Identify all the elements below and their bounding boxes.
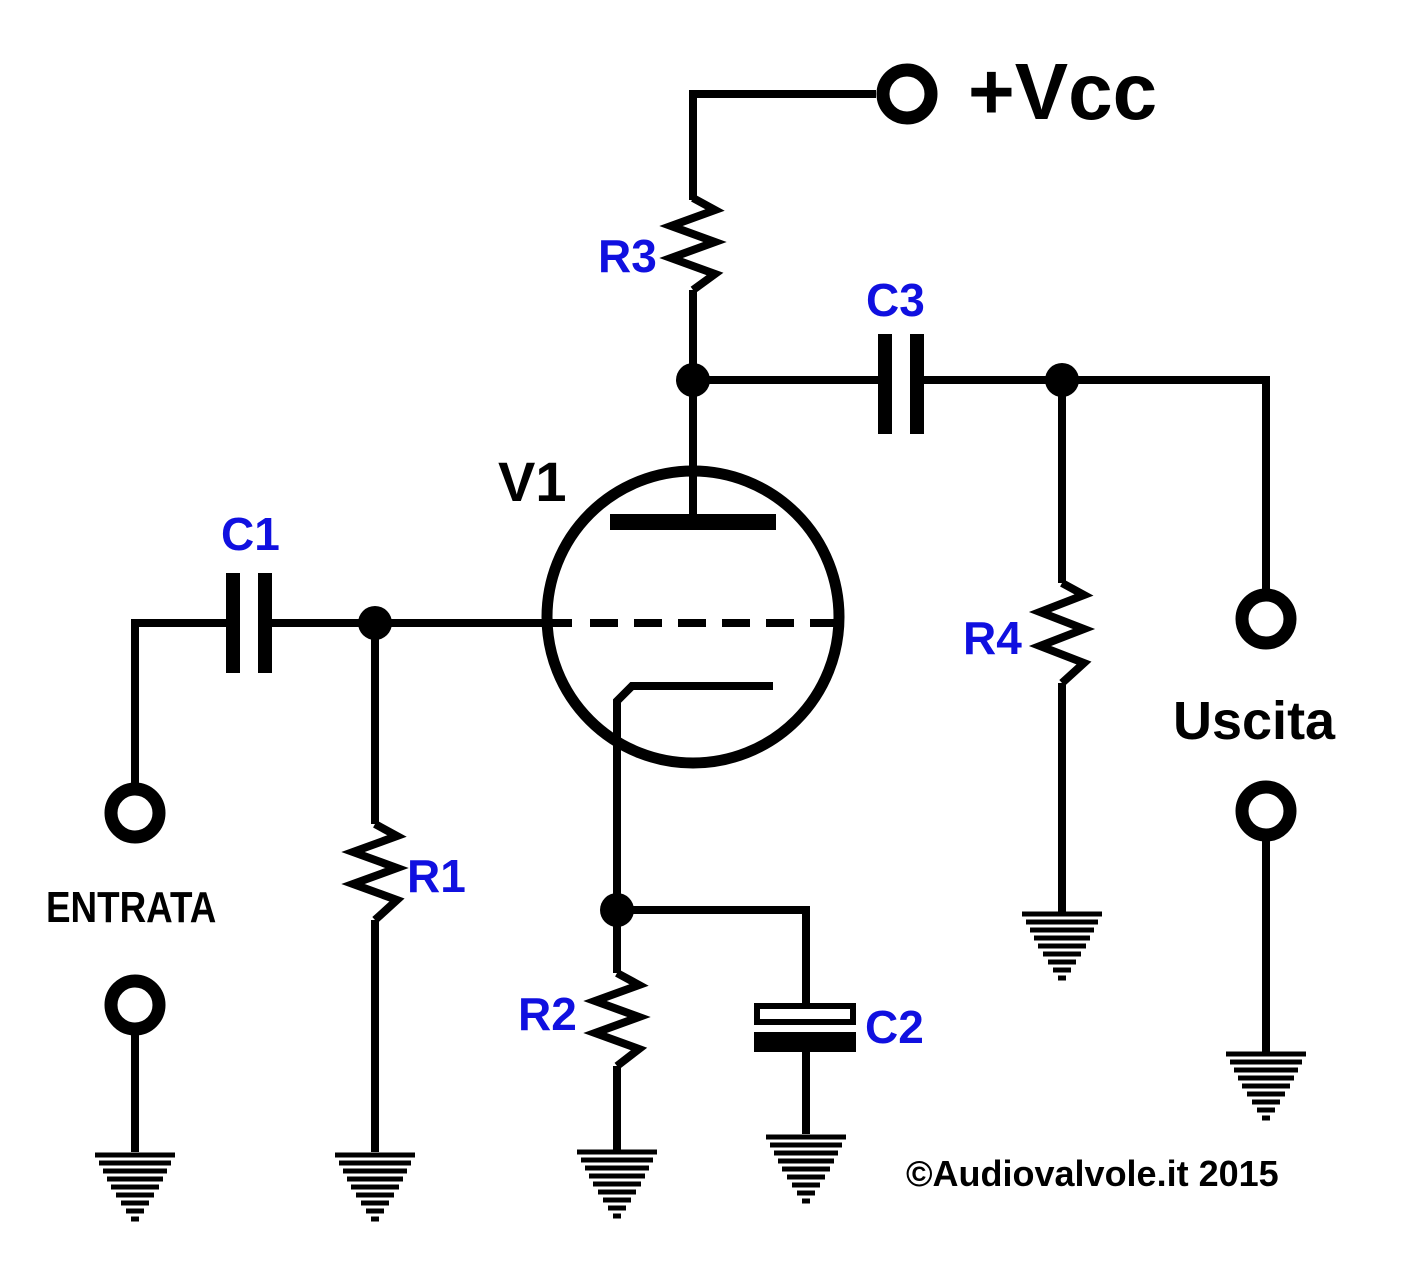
resistor-r1 [341,820,409,923]
ground-r4 [1022,914,1102,978]
copyright-text: ©Audiovalvole.it 2015 [906,1153,1279,1194]
triode-tube-v1 [541,465,845,769]
ground-r2 [577,1152,657,1216]
label-output: Uscita [1173,691,1336,751]
ground-output [1226,1054,1306,1118]
label-r3: R3 [598,230,657,282]
ground-r1 [335,1155,415,1219]
label-r2: R2 [518,988,577,1040]
label-r1: R1 [407,850,466,902]
label-c2: C2 [865,1001,924,1053]
node-anode [676,363,710,397]
node-cathode [600,893,634,927]
label-vcc: +Vcc [968,47,1157,136]
terminal-input-ground [104,974,166,1036]
capacitor-c1 [226,573,272,673]
label-input: ENTRATA [46,882,216,932]
terminal-output-ground [1235,780,1297,842]
terminal-output-signal [1235,588,1297,650]
label-c3: C3 [866,274,925,326]
label-r4: R4 [963,612,1022,664]
node-output [1045,363,1079,397]
label-v1: V1 [498,450,567,513]
resistor-r2 [583,969,651,1070]
resistor-r3 [659,194,727,294]
label-c1: C1 [221,508,280,560]
ground-input [95,1155,175,1219]
resistor-r4 [1028,579,1096,686]
terminal-vcc [876,63,938,125]
capacitor-c2 [754,1003,856,1052]
terminal-input-signal [104,782,166,844]
ground-c2 [766,1137,846,1201]
node-grid [358,606,392,640]
capacitor-c3 [878,334,924,434]
wires [131,90,1270,1152]
